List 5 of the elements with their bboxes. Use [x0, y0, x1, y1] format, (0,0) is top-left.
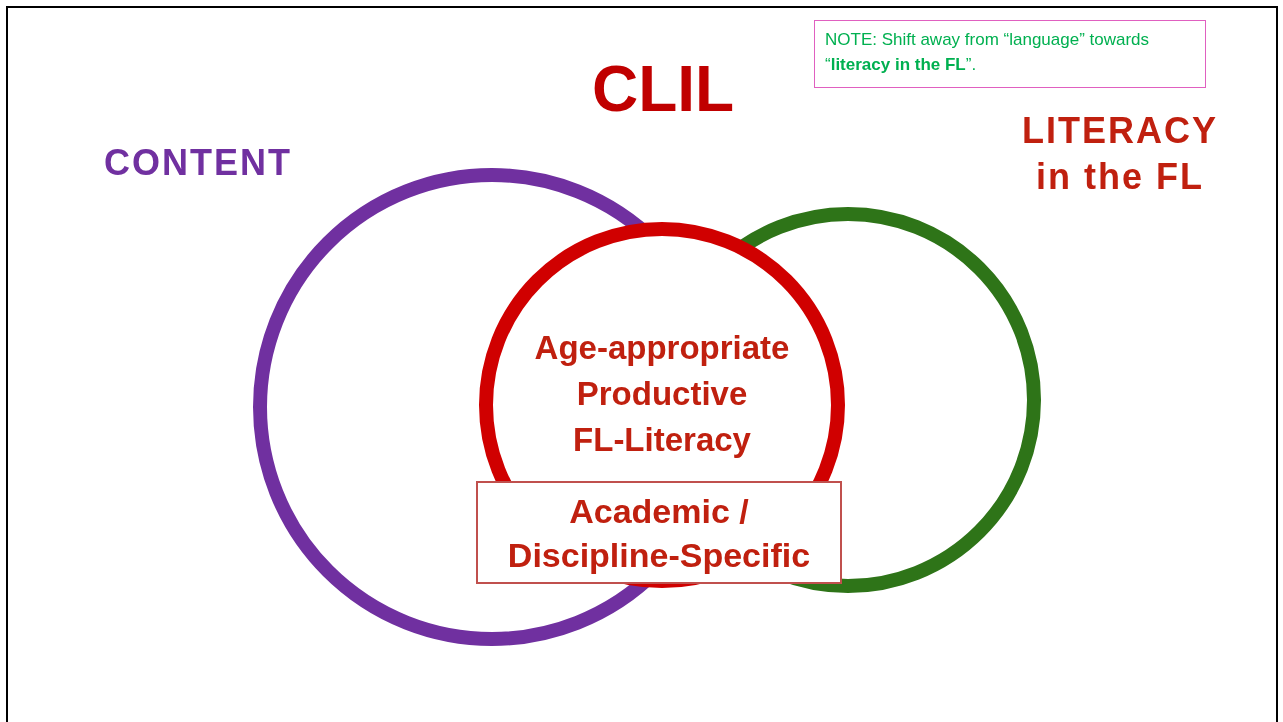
circle-heading: LITERACY in the FL	[1021, 109, 1219, 199]
note-box: NOTE: Shift away from “language” towards “literacy in the FL”.	[814, 20, 1206, 88]
circle-label: Age-appropriate Productive FL-Literacy	[533, 328, 791, 460]
circle-heading: CONTENT	[103, 141, 293, 185]
title: CLIL	[592, 52, 735, 126]
